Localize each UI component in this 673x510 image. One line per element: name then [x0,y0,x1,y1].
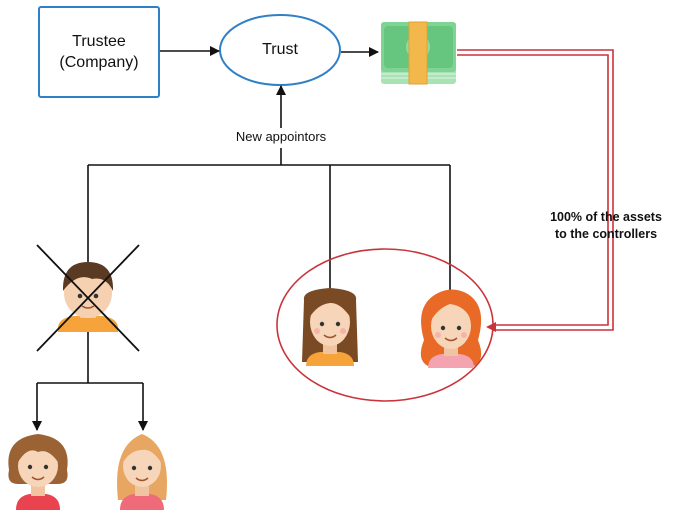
person-red-hair-icon [420,289,482,368]
crossed-out-person-icon [36,244,140,352]
person-brown-hair-icon [302,288,358,366]
appointors-label: New appointors [235,129,327,144]
assets-note-line2: to the controllers [554,227,658,241]
controllers-group [276,248,494,402]
trustee-box: Trustee (Company) [38,6,160,98]
assets-note-line1: 100% of the assets [550,210,662,224]
cash-bundle-icon [381,21,456,85]
child-blonde-hair-icon [117,434,167,510]
trustee-label-line2: (Company) [59,54,139,71]
trust-label: Trust [262,41,298,58]
assets-note: 100% of the assets to the controllers [540,209,672,243]
child-brown-hair-icon [8,434,68,510]
trustee-label-line1: Trustee [72,33,126,50]
